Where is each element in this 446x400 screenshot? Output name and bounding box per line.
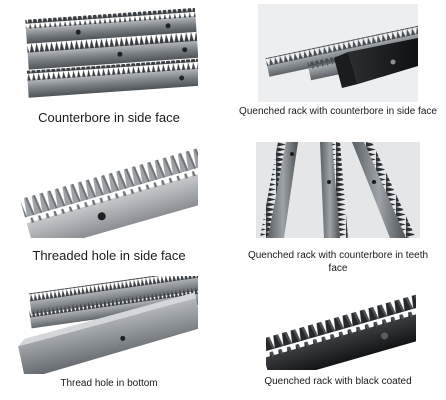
caption-quenched-counterbore-side: Quenched rack with counterbore in side f…: [239, 106, 437, 117]
product-image-counterbore-side: [20, 8, 198, 104]
product-image-quenched-counterbore-side: [258, 4, 418, 102]
caption-thread-hole-bottom: Thread hole in bottom: [60, 378, 158, 389]
product-image-black-coated: [266, 290, 416, 370]
caption-black-coated: Quenched rack with black coated: [264, 376, 412, 387]
product-image-thread-hole-bottom: [14, 276, 198, 374]
product-image-threaded-hole-side: [18, 142, 198, 238]
caption-threaded-hole-side: Threaded hole in side face: [32, 248, 186, 263]
caption-counterbore-side: Counterbore in side face: [38, 110, 180, 125]
caption-quenched-counterbore-teeth: Quenched rack with counterbore in teeth …: [247, 250, 429, 274]
product-image-quenched-counterbore-teeth: [256, 142, 420, 238]
